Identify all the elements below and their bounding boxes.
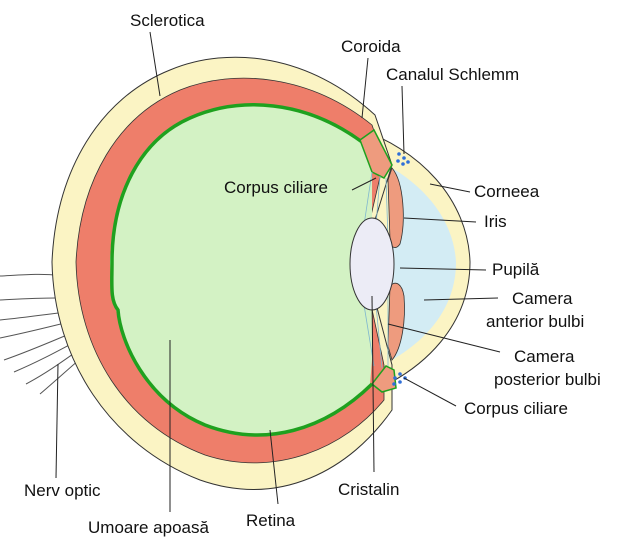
label-iris: Iris	[484, 212, 507, 231]
label-camera-posterior-1: Camera	[514, 347, 575, 366]
label-umoare-apoasa: Umoare apoasă	[88, 518, 210, 537]
anterior-chamber	[392, 168, 456, 360]
label-nerv-optic: Nerv optic	[24, 481, 101, 500]
label-camera-posterior-2: posterior bulbi	[494, 370, 601, 389]
label-corpus-ciliare-bottom: Corpus ciliare	[464, 399, 568, 418]
retina	[110, 103, 374, 437]
label-camera-anterior-2: anterior bulbi	[486, 312, 584, 331]
ciliary-body-top	[359, 128, 393, 179]
label-corpus-ciliare-top: Corpus ciliare	[224, 178, 328, 197]
label-sclerotica: Sclerotica	[130, 11, 205, 30]
label-retina: Retina	[246, 511, 296, 530]
label-coroida: Coroida	[341, 37, 401, 56]
label-camera-anterior-1: Camera	[512, 289, 573, 308]
vitreous-body	[110, 104, 372, 436]
iris-bottom	[387, 282, 405, 361]
label-cristalin: Cristalin	[338, 480, 399, 499]
leader-lines	[55, 31, 501, 512]
label-canalul-schlemm: Canalul Schlemm	[386, 65, 519, 84]
label-pupila: Pupilă	[492, 260, 540, 279]
label-corneea: Corneea	[474, 182, 540, 201]
